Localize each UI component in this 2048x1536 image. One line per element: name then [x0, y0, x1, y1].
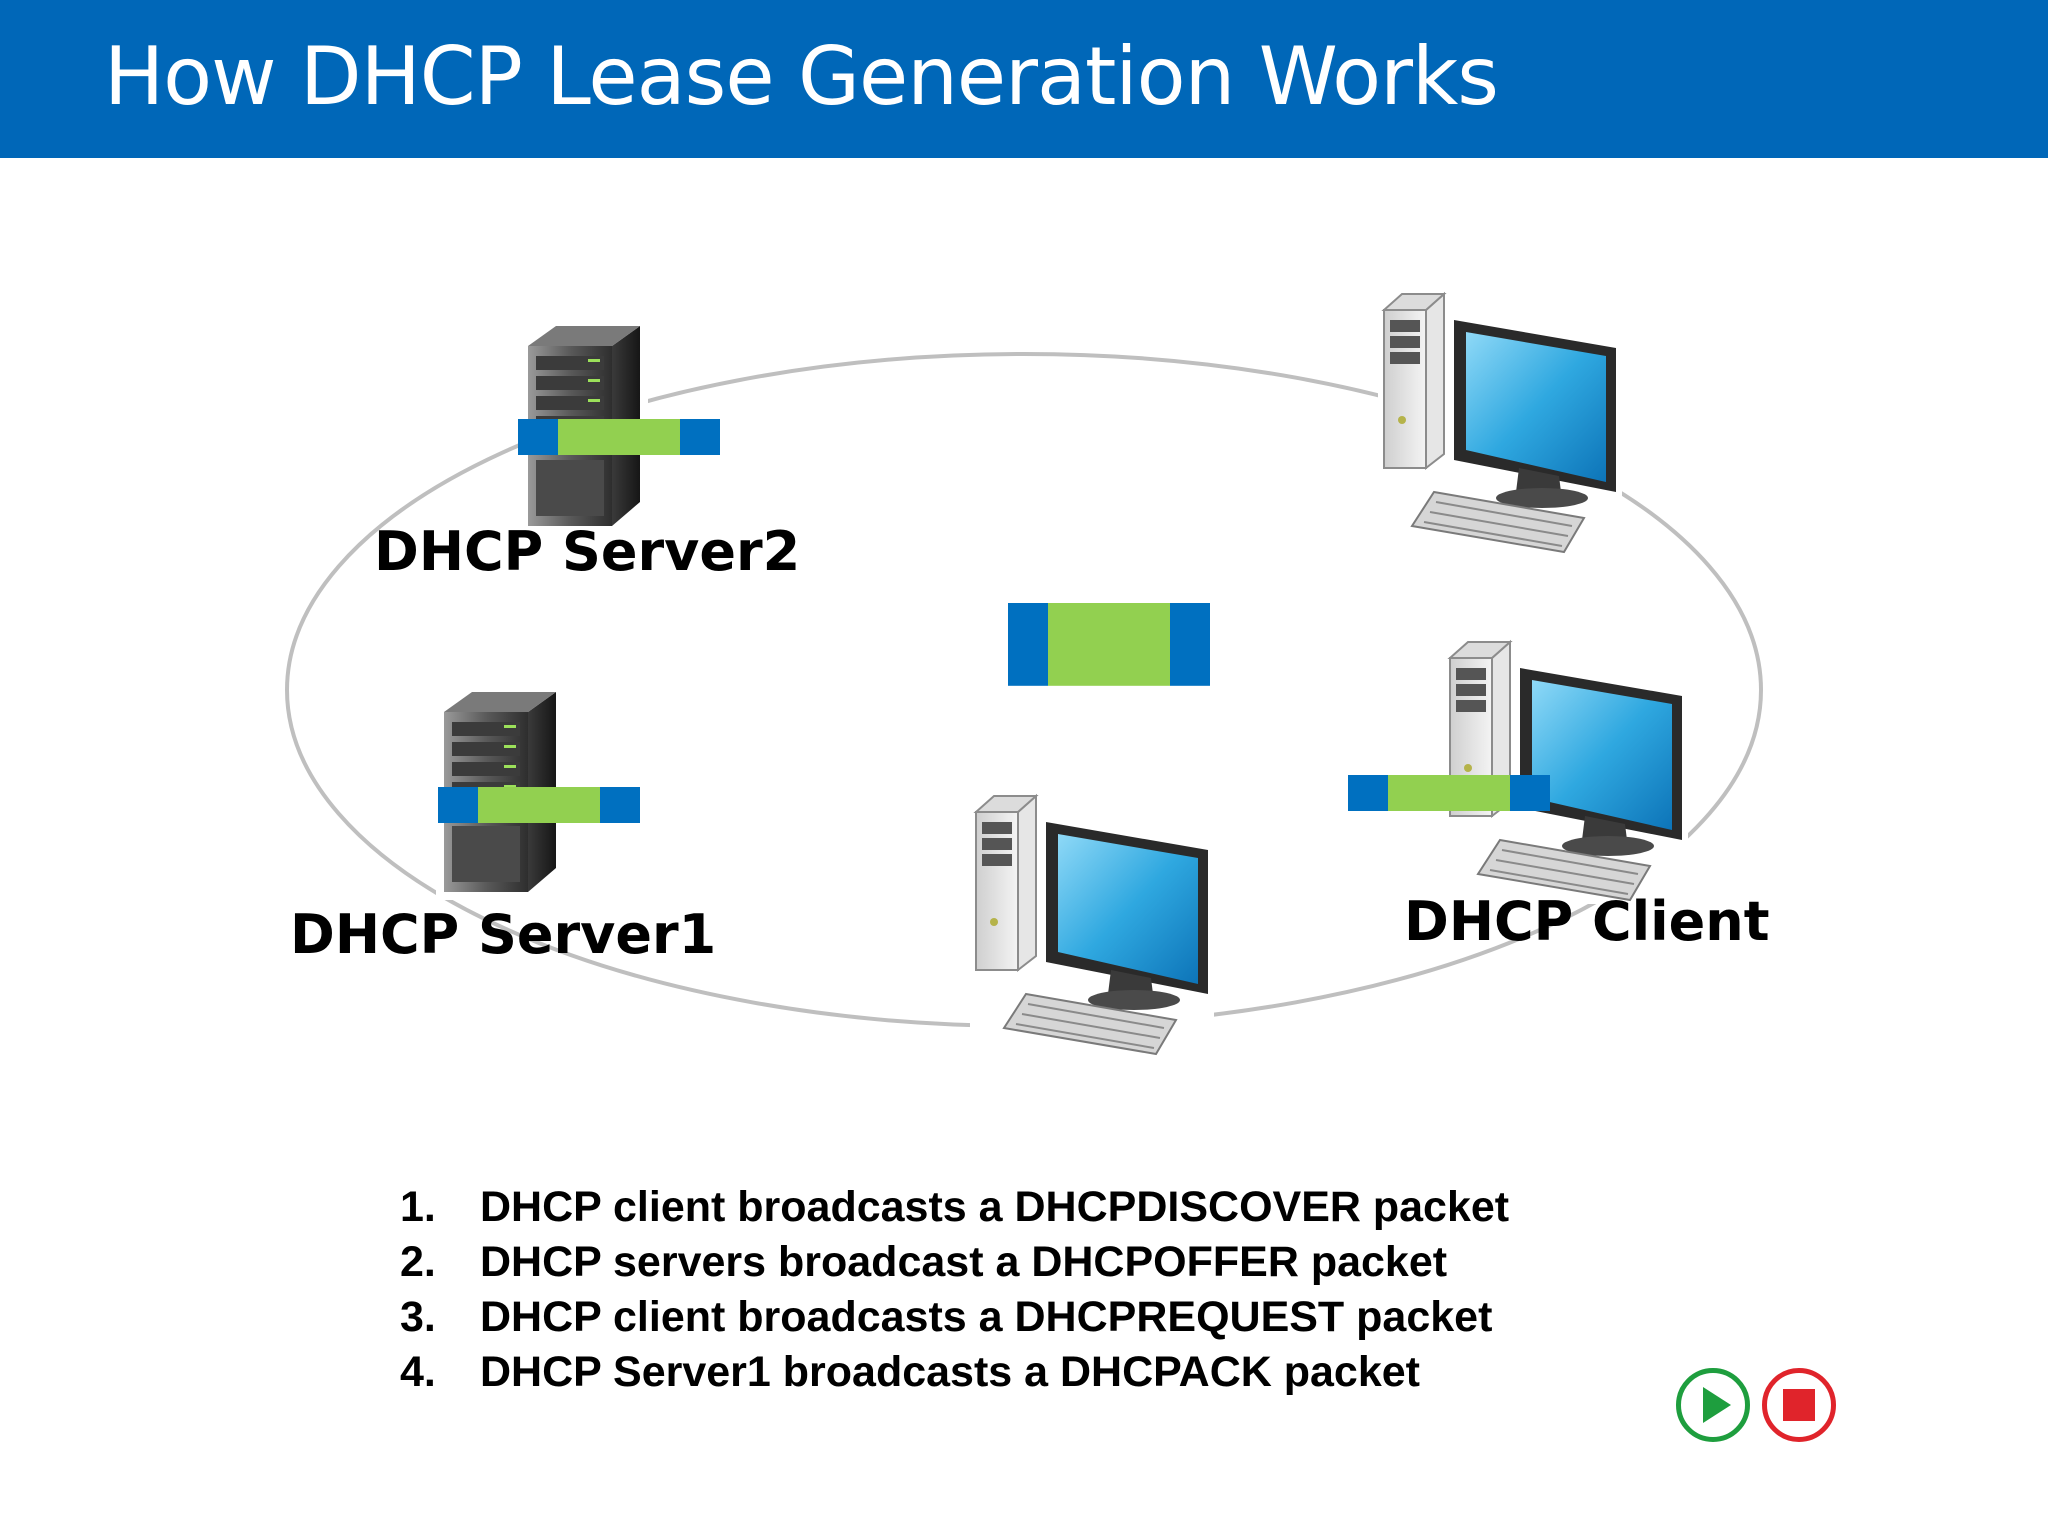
stop-button[interactable]: [1762, 1368, 1836, 1442]
play-button[interactable]: [1676, 1368, 1750, 1442]
packet-center: [1008, 603, 1210, 686]
step-number: 2.: [400, 1238, 436, 1286]
packet-client: [1348, 775, 1550, 811]
label-server1: DHCP Server1: [290, 903, 717, 966]
step-number: 3.: [400, 1293, 436, 1341]
step-text: DHCP client broadcasts a DHCPREQUEST pac…: [480, 1293, 1493, 1341]
label-server2: DHCP Server2: [374, 520, 801, 583]
step-number: 4.: [400, 1348, 436, 1396]
packet-server1: [438, 787, 640, 823]
step-text: DHCP client broadcasts a DHCPDISCOVER pa…: [480, 1183, 1510, 1231]
step-item: 2. DHCP servers broadcast a DHCPOFFER pac…: [400, 1235, 1509, 1290]
label-client: DHCP Client: [1404, 890, 1770, 953]
workstation-bottom-icon: [970, 788, 1214, 1058]
client-workstation-icon: [1444, 634, 1688, 904]
packet-server2: [518, 419, 720, 455]
play-icon: [1703, 1387, 1731, 1423]
page-title: How DHCP Lease Generation Works: [104, 30, 1499, 123]
step-text: DHCP servers broadcast a DHCPOFFER packe…: [480, 1238, 1448, 1286]
step-text: DHCP Server1 broadcasts a DHCPACK packet: [480, 1348, 1420, 1396]
stop-icon: [1783, 1389, 1815, 1421]
step-item: 3. DHCP client broadcasts a DHCPREQUEST p…: [400, 1290, 1509, 1345]
steps-list: 1. DHCP client broadcasts a DHCPDISCOVER …: [400, 1180, 1509, 1400]
step-number: 1.: [400, 1183, 436, 1231]
step-item: 1. DHCP client broadcasts a DHCPDISCOVER …: [400, 1180, 1509, 1235]
step-item: 4. DHCP Server1 broadcasts a DHCPACK pack…: [400, 1345, 1509, 1400]
title-bar: How DHCP Lease Generation Works: [0, 0, 2048, 158]
workstation-top-right-icon: [1378, 286, 1622, 556]
